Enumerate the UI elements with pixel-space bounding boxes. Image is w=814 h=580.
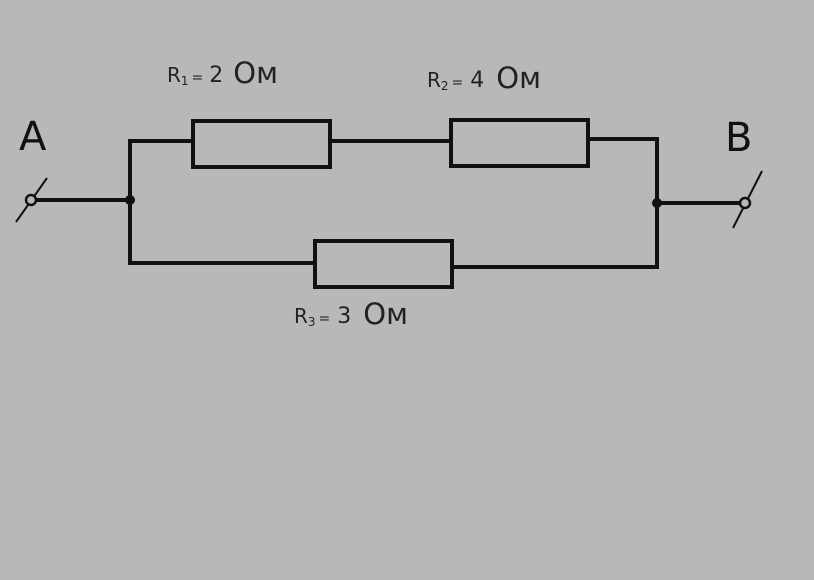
resistor-r1 [191, 119, 332, 169]
resistor-r2-index: 2 [441, 79, 449, 93]
resistor-r2 [449, 118, 590, 168]
terminal-b-label: B [725, 115, 752, 161]
resistor-r1-label: R1= 2 Ом [167, 56, 278, 90]
resistor-r2-label: R2= 4 Ом [427, 61, 541, 95]
resistor-r2-letter: R [427, 68, 441, 92]
resistor-r1-letter: R [167, 63, 181, 87]
resistor-r1-unit: Ом [233, 56, 278, 90]
resistor-r3-letter: R [294, 304, 308, 328]
resistor-r2-value: 4 [470, 68, 484, 93]
resistor-r3-unit: Ом [363, 297, 408, 331]
resistor-r3 [313, 239, 454, 289]
terminal-b [738, 196, 752, 210]
resistor-r1-index: 1 [181, 74, 189, 88]
terminal-a-label: A [19, 114, 47, 160]
resistor-r3-eq: = [319, 311, 331, 327]
resistor-r3-value: 3 [337, 304, 351, 329]
resistor-r1-value: 2 [209, 63, 223, 88]
terminal-a [24, 193, 38, 207]
resistor-r2-eq: = [452, 75, 464, 91]
resistor-r2-unit: Ом [496, 61, 541, 95]
resistor-r1-eq: = [192, 70, 204, 86]
resistor-r3-index: 3 [308, 315, 316, 329]
